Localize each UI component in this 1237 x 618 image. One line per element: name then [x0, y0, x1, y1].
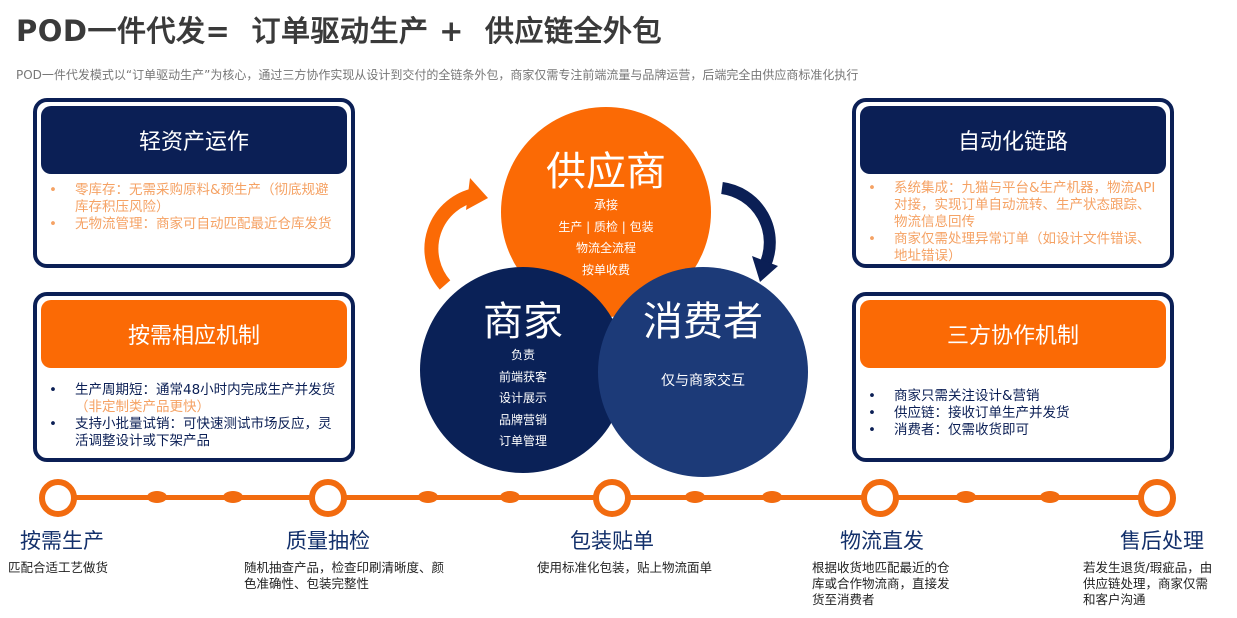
timeline-node — [861, 479, 899, 517]
timeline-node — [593, 479, 631, 517]
card-title: 按需相应机制 — [41, 300, 347, 368]
step-desc: 随机抽查产品，检查印刷清晰度、颜色准确性、包装完整性 — [244, 560, 445, 591]
card-item-text: 生产周期短：通常48小时内完成生产并发货 — [75, 382, 336, 398]
consumer-circle: 消费者 仅与商家交互 — [598, 267, 808, 477]
consumer-line: 仅与商家交互 — [661, 373, 745, 389]
supplier-line: 承接 — [593, 198, 618, 212]
timeline-node — [309, 479, 347, 517]
step-desc: 若发生退货/瑕疵品，由供应链处理，商家仅需和客户沟通 — [1083, 560, 1213, 607]
card-light-asset: 轻资产运作 零库存：无需采购原料&预生产（彻底规避库存积压风险） 无物流管理：商… — [33, 98, 355, 268]
merchant-line: 品牌营销 — [498, 412, 547, 427]
step-title: 物流直发 — [840, 529, 924, 553]
supplier-line: 按单收费 — [581, 262, 630, 277]
supplier-line: 物流全流程 — [575, 241, 636, 255]
consumer-title: 消费者 — [643, 299, 763, 345]
card-item: 无物流管理：商家可自动匹配最近仓库发货 — [45, 216, 341, 233]
card-title: 自动化链路 — [860, 106, 1166, 174]
page-subtitle: POD一件代发模式以“订单驱动生产”为核心，通过三方协作实现从设计到交付的全链条… — [16, 68, 859, 82]
card-item: 系统集成：九猫与平台&生产机器，物流API对接，实现订单自动流转、生产状态跟踪、… — [864, 180, 1160, 231]
card-item: 商家只需关注设计&营销 — [864, 388, 1160, 405]
timeline-dot — [956, 491, 976, 503]
merchant-line: 设计展示 — [498, 391, 547, 405]
timeline-dot — [223, 491, 243, 503]
step-desc: 匹配合适工艺做货 — [8, 560, 109, 575]
step-title: 按需生产 — [20, 529, 104, 553]
card-item: 零库存：无需采购原料&预生产（彻底规避库存积压风险） — [45, 182, 341, 216]
supplier-title: 供应商 — [546, 149, 666, 195]
card-title: 三方协作机制 — [860, 300, 1166, 368]
navy-cycle-arrow-icon — [720, 182, 778, 282]
step-desc: 使用标准化包装，贴上物流面单 — [537, 560, 713, 575]
card-item: 消费者：仅需收货即可 — [864, 422, 1160, 439]
timeline-dot — [1040, 491, 1060, 503]
cycle-arrows — [424, 178, 778, 290]
merchant-line: 负责 — [510, 348, 535, 362]
timeline-node — [1138, 479, 1176, 517]
card-item: 商家仅需处理异常订单（如设计文件错误、地址错误） — [864, 231, 1160, 265]
card-item: 供应链：接收订单生产并发货 — [864, 405, 1160, 422]
card-item: 支持小批量试销：可快速测试市场反应，灵活调整设计或下架产品 — [45, 416, 341, 450]
card-three-party: 三方协作机制 商家只需关注设计&营销 供应链：接收订单生产并发货 消费者：仅需收… — [852, 292, 1174, 462]
step-desc: 根据收货地匹配最近的仓库或合作物流商，直接发货至消费者 — [812, 560, 950, 607]
merchant-title: 商家 — [483, 299, 563, 345]
timeline-dot — [500, 491, 520, 503]
merchant-line: 前端获客 — [498, 369, 547, 384]
merchant-line: 订单管理 — [498, 434, 547, 448]
step-title: 质量抽检 — [286, 529, 370, 553]
card-item: 生产周期短：通常48小时内完成生产并发货（非定制类产品更快） — [45, 382, 341, 416]
timeline-node — [39, 479, 77, 517]
page-title: POD一件代发= 订单驱动生产 + 供应链全外包 — [16, 14, 663, 48]
merchant-circle: 商家 负责 前端获客 设计展示 品牌营销 订单管理 — [420, 267, 626, 473]
timeline-dot — [762, 491, 782, 503]
timeline-dot — [147, 491, 167, 503]
step-title: 包装贴单 — [570, 529, 654, 553]
timeline-dot — [418, 491, 438, 503]
timeline-dot — [685, 491, 705, 503]
supplier-line: 生产 | 质检 | 包装 — [558, 219, 654, 234]
supplier-circle: 供应商 承接 生产 | 质检 | 包装 物流全流程 按单收费 — [501, 107, 711, 317]
orange-cycle-arrow-icon — [424, 178, 488, 290]
step-title: 售后处理 — [1120, 529, 1204, 553]
card-title: 轻资产运作 — [41, 106, 347, 174]
card-item-highlight: （非定制类产品更快） — [75, 399, 210, 415]
card-on-demand: 按需相应机制 生产周期短：通常48小时内完成生产并发货（非定制类产品更快） 支持… — [33, 292, 355, 462]
card-automation: 自动化链路 系统集成：九猫与平台&生产机器，物流API对接，实现订单自动流转、生… — [852, 98, 1174, 268]
